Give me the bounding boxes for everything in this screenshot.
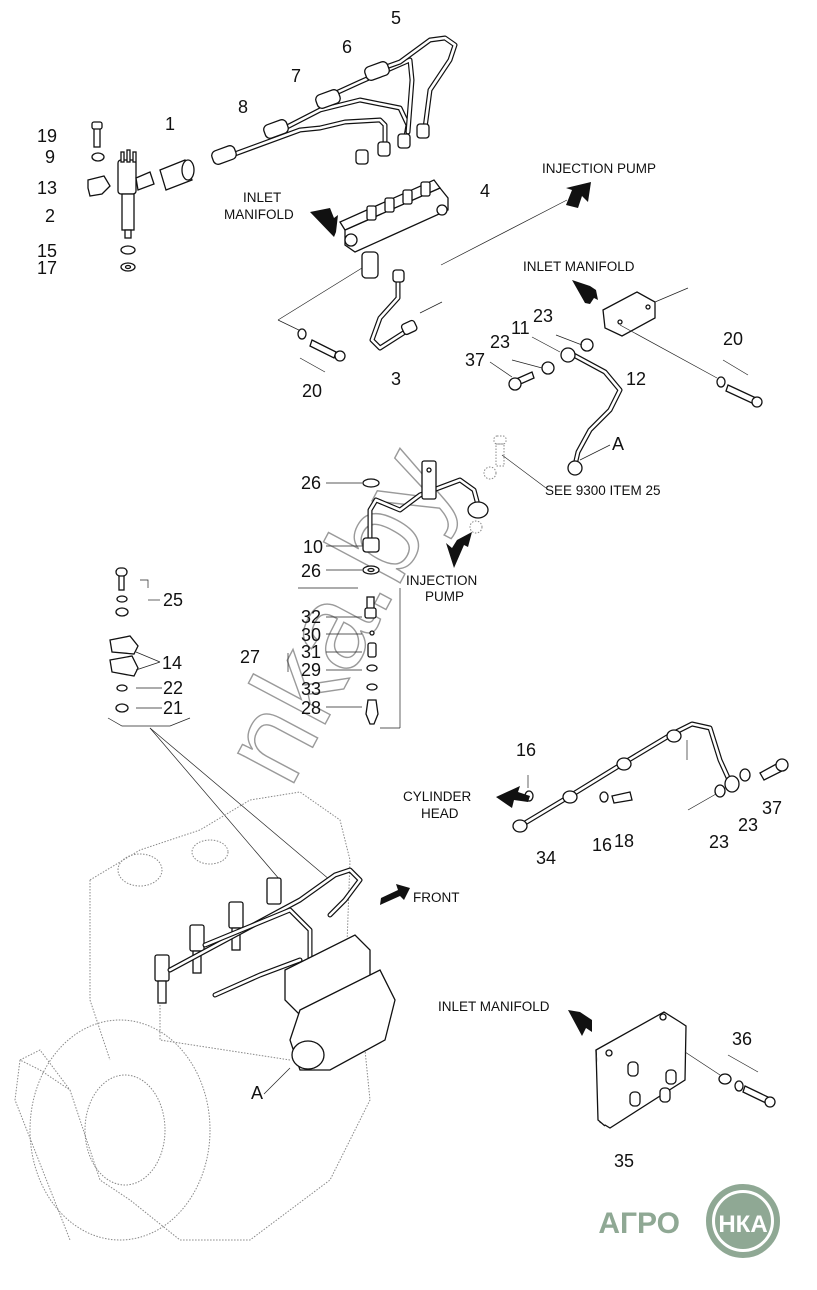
leak-off-pipe-assembly (326, 435, 507, 575)
callout-7: 7 (291, 66, 301, 86)
callout-23-bottom: 23 (709, 832, 729, 852)
callout-9: 9 (45, 147, 55, 167)
label-injection-pump-mid-1: INJECTION (406, 573, 477, 588)
label-injection-pump-mid-2: PUMP (425, 589, 464, 604)
label-injection-pump-top: INJECTION PUMP (542, 161, 656, 176)
label-inlet-manifold-left-2: MANIFOLD (224, 207, 294, 222)
callout-12: 12 (626, 369, 646, 389)
return-pipe-assembly (489, 287, 763, 489)
callout-21: 21 (163, 698, 183, 718)
callout-14: 14 (162, 653, 182, 673)
arrow-icon-inlet-manifold-bottom (568, 1010, 592, 1036)
callout-32: 32 (301, 607, 321, 627)
callout-8: 8 (238, 97, 248, 117)
callouts: 5 6 7 8 1 19 9 13 2 15 17 4 3 20 20 23 1… (37, 8, 782, 1171)
arrow-icon-injection-pump-mid (446, 532, 472, 568)
callout-19: 19 (37, 126, 57, 146)
arrow-icon-inlet-manifold-right (572, 280, 598, 304)
callout-2: 2 (45, 206, 55, 226)
manifold-plate (595, 1011, 776, 1129)
label-inlet-manifold-left-1: INLET (243, 190, 281, 205)
logo-text-right: НКА (718, 1211, 767, 1238)
arrow-icon-injection-pump-top (566, 182, 591, 208)
callout-20-right: 20 (723, 329, 743, 349)
clamp-group (107, 567, 331, 881)
callout-17: 17 (37, 258, 57, 278)
callout-10: 10 (303, 537, 323, 557)
callout-37-bottom: 37 (762, 798, 782, 818)
label-cylinder-head-2: HEAD (421, 806, 459, 821)
callout-11: 11 (511, 318, 530, 338)
callout-27: 27 (240, 647, 260, 667)
engine-ghost (14, 791, 396, 1241)
callout-23-bottom-right: 23 (738, 815, 758, 835)
callout-3: 3 (391, 369, 401, 389)
callout-23-top: 23 (533, 306, 553, 326)
callout-18: 18 (614, 831, 634, 851)
callout-13: 13 (37, 178, 57, 198)
callout-A-top: A (612, 434, 624, 454)
callout-23-mid: 23 (490, 332, 510, 352)
callout-15: 15 (37, 241, 57, 261)
callout-5: 5 (391, 8, 401, 28)
logo-circle-fill (715, 1193, 771, 1249)
callout-6: 6 (342, 37, 352, 57)
callout-31: 31 (301, 642, 321, 662)
callout-20-left: 20 (302, 381, 322, 401)
callout-30: 30 (301, 625, 321, 645)
callout-16-bottom: 16 (592, 835, 612, 855)
callout-1: 1 (165, 114, 175, 134)
callout-34: 34 (536, 848, 556, 868)
arrow-icon-inlet-manifold-left (310, 208, 338, 237)
callout-37-top: 37 (465, 350, 485, 370)
callout-35: 35 (614, 1151, 634, 1171)
callout-26-top: 26 (301, 473, 321, 493)
label-see-reference: SEE 9300 ITEM 25 (545, 483, 661, 498)
label-inlet-manifold-bottom: INLET MANIFOLD (438, 999, 550, 1014)
label-front: FRONT (413, 890, 460, 905)
brand-logo: АГРО НКА (598, 1184, 780, 1258)
callout-4: 4 (480, 181, 490, 201)
leak-off-line (512, 721, 789, 833)
callout-16-top: 16 (516, 740, 536, 760)
arrow-icon-cylinder-head (496, 786, 530, 808)
callout-36: 36 (732, 1029, 752, 1049)
callout-29: 29 (301, 660, 321, 680)
callout-33: 33 (301, 679, 321, 699)
callout-28: 28 (301, 698, 321, 718)
label-inlet-manifold-right: INLET MANIFOLD (523, 259, 635, 274)
pipe-set-5-8 (211, 35, 458, 165)
valve-kit (287, 587, 401, 729)
arrow-icon-front (380, 884, 410, 905)
fuel-rail (277, 179, 568, 373)
logo-text-left: АГРО (598, 1207, 680, 1240)
callout-A-bottom: A (251, 1083, 263, 1103)
label-cylinder-head-1: CYLINDER (403, 789, 472, 804)
callout-25: 25 (163, 590, 183, 610)
callout-22: 22 (163, 678, 183, 698)
callout-26-bottom: 26 (301, 561, 321, 581)
injector-assembly (87, 121, 195, 272)
